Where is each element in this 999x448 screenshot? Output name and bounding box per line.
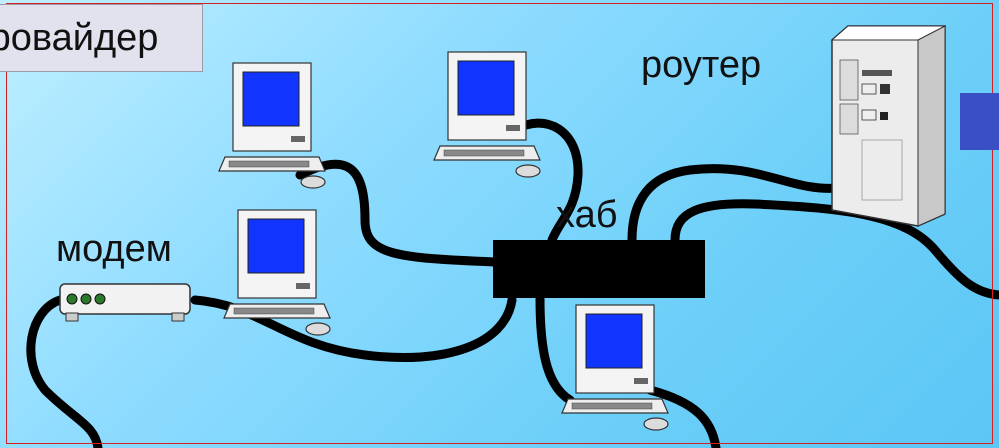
edge-blue-box <box>960 93 999 150</box>
modem-icon <box>59 283 191 322</box>
provider-label-box: провайдер <box>0 4 203 72</box>
modem-label: модем <box>56 228 172 270</box>
hub-icon <box>493 240 705 298</box>
diagram-frame <box>6 3 993 444</box>
router-label: роутер <box>641 44 762 86</box>
router-server-icon <box>830 25 947 227</box>
provider-label: провайдер <box>0 17 159 59</box>
hub-label: хаб <box>556 194 618 236</box>
